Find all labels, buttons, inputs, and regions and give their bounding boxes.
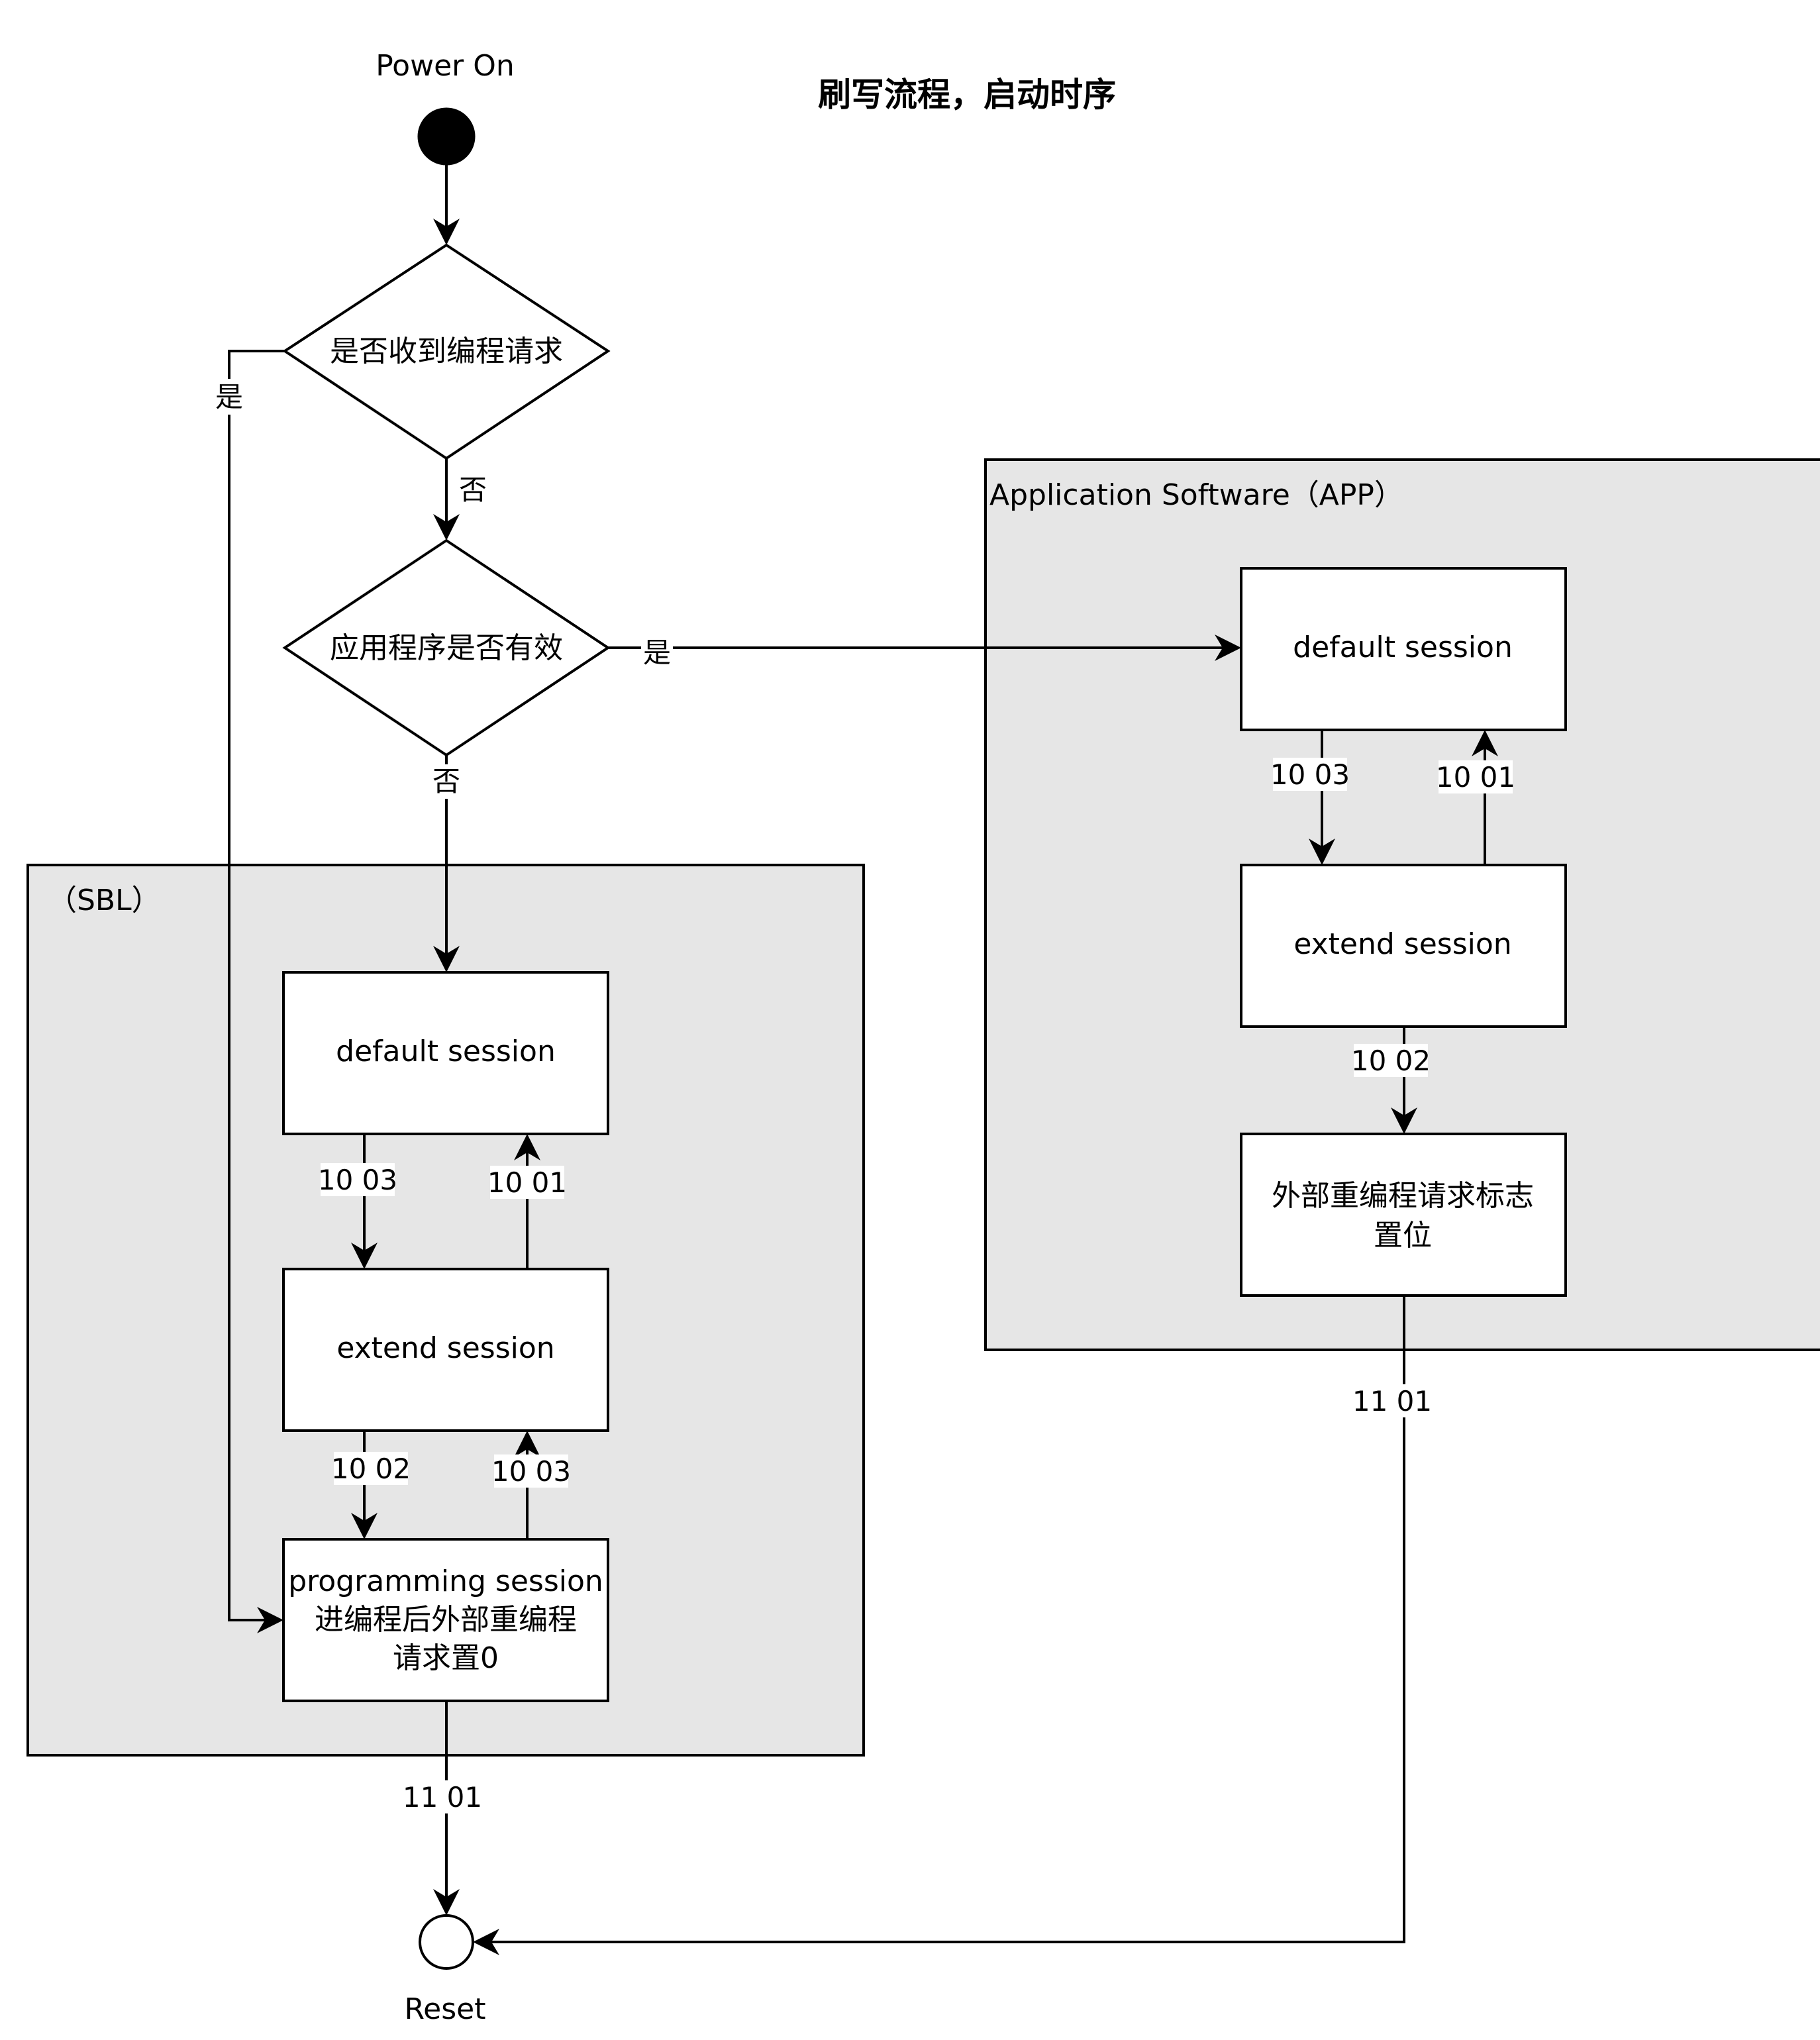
edge-label-decision2-no: 否	[432, 765, 460, 797]
start-node	[417, 107, 476, 166]
app-extend-session	[1240, 864, 1567, 1028]
edge-label-decision1-no: 否	[459, 474, 487, 506]
reset-node	[419, 1914, 474, 1970]
edge-app-to-reset	[473, 1296, 1405, 1955]
sbl-programming-session-line3: 请求置0	[393, 1641, 499, 1675]
edge-label-app-extend-to-flag: 10 02	[1351, 1045, 1431, 1077]
edge-label-sbl-extend-to-prog: 10 02	[331, 1453, 411, 1485]
app-extend-session-text: extend session	[1293, 927, 1511, 961]
edge-label-sbl-default-to-extend: 10 03	[318, 1164, 397, 1196]
app-default-session	[1240, 567, 1567, 731]
app-reprogram-flag	[1240, 1133, 1567, 1297]
app-container-label: Application Software（APP）	[989, 478, 1403, 512]
edge-label-app-extend-to-default: 10 01	[1436, 761, 1515, 793]
edge-decision1-yes	[228, 350, 285, 1633]
sbl-programming-session-line2: 进编程后外部重编程	[315, 1603, 577, 1637]
edge-label-sbl-reset: 11 01	[403, 1781, 482, 1813]
edge-label-decision1-yes: 是	[215, 381, 243, 413]
reset-label: Reset	[405, 1992, 486, 2026]
sbl-programming-session	[282, 1538, 609, 1702]
edge-label-decision2-yes: 是	[643, 637, 671, 669]
sbl-extend-session-text: extend session	[336, 1331, 554, 1365]
decision-programming-request-text: 是否收到编程请求	[330, 334, 563, 368]
diagram-title: 刷写流程，启动时序	[818, 76, 1116, 114]
edge-label-sbl-prog-to-extend: 10 03	[491, 1455, 571, 1488]
edge-label-app-reset: 11 01	[1352, 1385, 1432, 1417]
decision-app-valid-text: 应用程序是否有效	[330, 631, 563, 665]
edge-label-sbl-extend-to-default: 10 01	[487, 1166, 567, 1199]
app-reprogram-flag-line1: 外部重编程请求标志	[1272, 1179, 1534, 1213]
sbl-default-session	[282, 971, 609, 1135]
app-reprogram-flag-line2: 置位	[1374, 1219, 1432, 1252]
app-default-session-text: default session	[1293, 631, 1513, 664]
sbl-container-label: （SBL）	[48, 884, 161, 917]
sbl-default-session-text: default session	[336, 1035, 556, 1068]
sbl-programming-session-line1: programming session	[288, 1564, 603, 1598]
edge-label-app-default-to-extend: 10 03	[1270, 758, 1350, 791]
power-on-label: Power On	[376, 49, 515, 83]
sbl-extend-session	[282, 1268, 609, 1432]
